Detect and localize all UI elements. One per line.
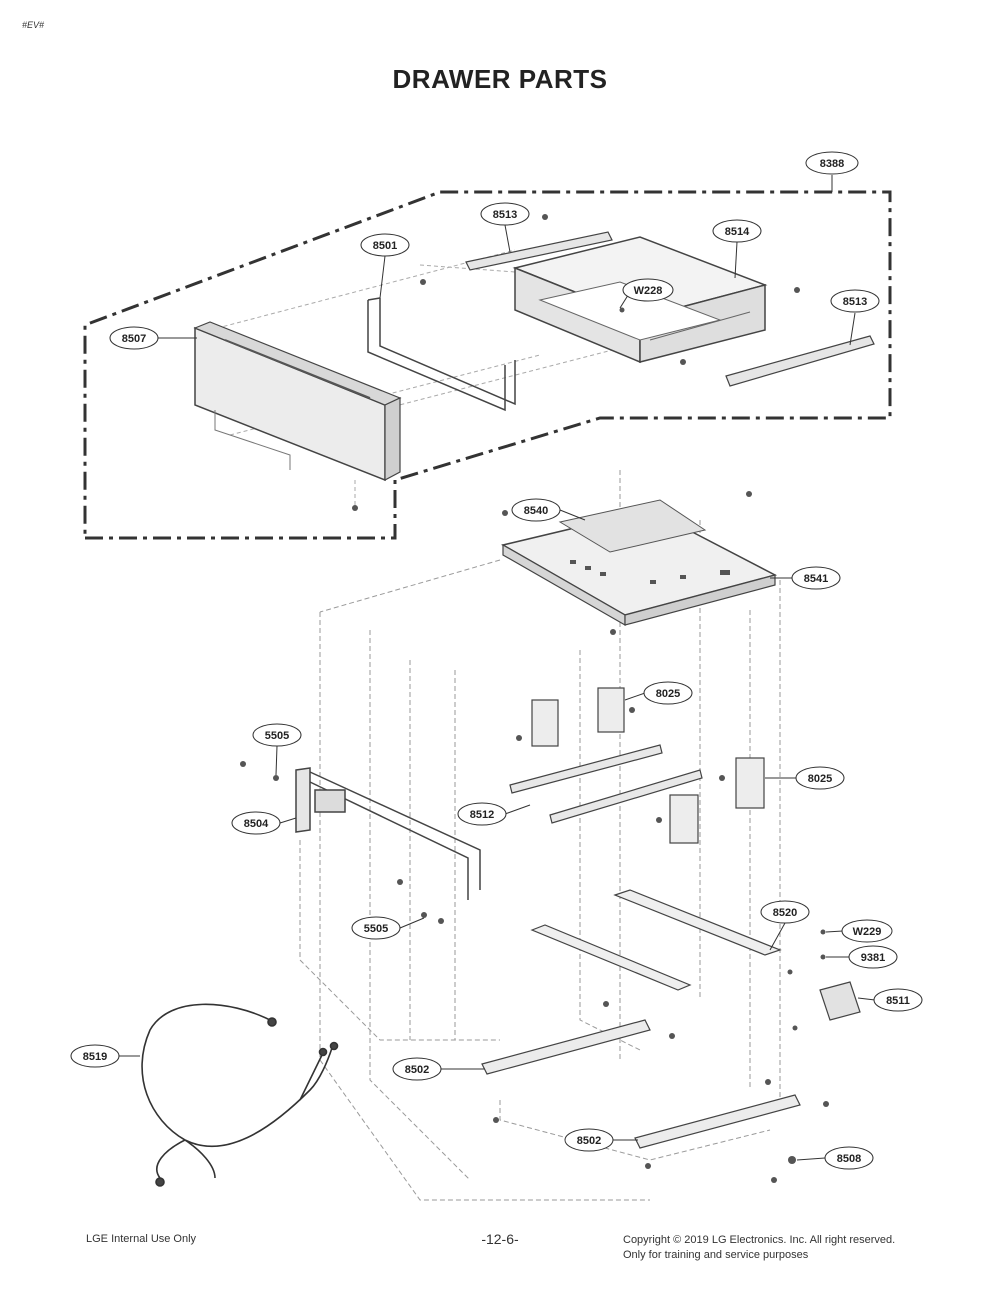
svg-text:8025: 8025: [808, 773, 832, 785]
svg-text:8508: 8508: [837, 1153, 861, 1165]
svg-text:8514: 8514: [725, 226, 750, 238]
svg-text:8513: 8513: [843, 296, 867, 308]
callout-8025: 8025: [795, 766, 845, 790]
corner-code: #EV#: [22, 20, 45, 30]
callout-W229: W229: [841, 919, 893, 943]
wire-harness: [141, 1003, 339, 1187]
callout-8502: 8502: [392, 1057, 442, 1081]
svg-text:8512: 8512: [470, 809, 494, 821]
slide-rail-right: [725, 335, 875, 387]
slide-rail-upper: [465, 231, 613, 271]
page-title: DRAWER PARTS: [392, 64, 608, 94]
drawer-screws: [352, 214, 800, 511]
svg-text:8025: 8025: [656, 688, 680, 700]
svg-text:8519: 8519: [83, 1051, 107, 1063]
svg-text:8541: 8541: [804, 573, 828, 585]
callout-8519: 8519: [70, 1044, 120, 1068]
callout-8540: 8540: [511, 498, 561, 522]
callout-8513: 8513: [480, 202, 530, 226]
svg-text:5505: 5505: [364, 923, 388, 935]
svg-text:8511: 8511: [886, 995, 910, 1007]
footer-internal-use: LGE Internal Use Only: [86, 1233, 197, 1245]
svg-text:9381: 9381: [861, 952, 885, 964]
callout-8541: 8541: [791, 566, 841, 590]
callout-8025: 8025: [643, 681, 693, 705]
callout-W228: W228: [622, 278, 674, 302]
callout-8501: 8501: [360, 233, 410, 257]
drawer-frame-brackets: [367, 297, 516, 412]
callout-8508: 8508: [824, 1146, 874, 1170]
drawer-front-panel: [193, 321, 402, 482]
svg-text:8540: 8540: [524, 505, 548, 517]
side-frame: [295, 767, 481, 900]
callout-8512: 8512: [457, 802, 507, 826]
svg-text:8507: 8507: [122, 333, 146, 345]
svg-text:8502: 8502: [405, 1064, 429, 1076]
chassis-screws: [240, 491, 829, 1183]
callout-8507: 8507: [109, 326, 159, 350]
leader-lines: [118, 175, 876, 1161]
bracket-group: [531, 687, 765, 844]
copyright-line-2: Only for training and service purposes: [623, 1249, 809, 1261]
callout-5505: 5505: [252, 723, 302, 747]
guide-rails: [530, 889, 782, 991]
bottom-rails: [481, 1019, 801, 1149]
page-number: -12-6-: [481, 1231, 519, 1247]
callout-8513: 8513: [830, 289, 880, 313]
callout-8514: 8514: [712, 219, 762, 243]
callout-8504: 8504: [231, 811, 281, 835]
svg-text:W228: W228: [634, 285, 663, 297]
svg-text:8388: 8388: [820, 158, 844, 170]
svg-text:8520: 8520: [773, 907, 797, 919]
callout-5505: 5505: [351, 916, 401, 940]
callout-9381: 9381: [848, 945, 898, 969]
svg-text:8513: 8513: [493, 209, 517, 221]
right-bracket: [819, 981, 861, 1021]
callout-8502: 8502: [564, 1128, 614, 1152]
callout-8511: 8511: [873, 988, 923, 1012]
svg-text:8504: 8504: [244, 818, 269, 830]
svg-text:8501: 8501: [373, 240, 397, 252]
drawer-tub: [512, 236, 768, 364]
footer-copyright: Copyright © 2019 LG Electronics. Inc. Al…: [623, 1233, 895, 1263]
callout-8520: 8520: [760, 900, 810, 924]
callout-8388: 8388: [805, 151, 859, 175]
copyright-line-1: Copyright © 2019 LG Electronics. Inc. Al…: [623, 1234, 896, 1246]
svg-text:W229: W229: [853, 926, 882, 938]
svg-text:8502: 8502: [577, 1135, 601, 1147]
svg-text:5505: 5505: [265, 730, 289, 742]
cross-rails: [509, 744, 703, 824]
control-mount-plate: [500, 499, 778, 627]
